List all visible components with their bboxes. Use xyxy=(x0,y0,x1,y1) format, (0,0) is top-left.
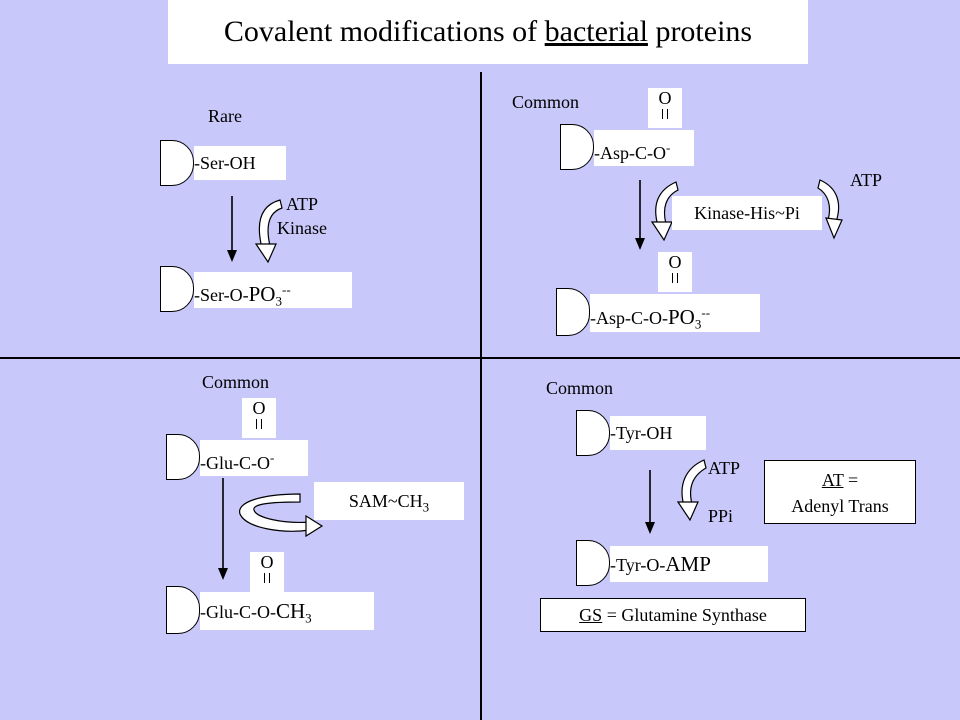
q2-bottom-main: PO xyxy=(668,305,695,329)
q1-bottom-prefix: -Ser-O- xyxy=(194,285,249,305)
q4-top-group: -Tyr-OH xyxy=(610,416,706,450)
q1-bottom-sub: 3 xyxy=(275,293,282,309)
page-title: Covalent modifications of bacterial prot… xyxy=(168,0,808,64)
gs-abbrev: GS xyxy=(579,605,603,625)
q3-donor-curved-arrow xyxy=(239,493,311,532)
q2-top-group: -Asp-C-O- xyxy=(594,130,694,166)
q3-carbonyl-bottom: O xyxy=(250,552,284,592)
q3-carbonyl-bottom-o: O xyxy=(260,552,274,572)
q3-donor-text: SAM~CH xyxy=(348,491,423,511)
q1-top-group: -Ser-OH xyxy=(194,146,286,180)
title-underlined-word: bacterial xyxy=(544,15,648,48)
q1-enzyme: Kinase xyxy=(277,218,327,238)
q2-bottom-sub: 3 xyxy=(694,316,702,332)
at-definition-box: AT = Adenyl Trans xyxy=(764,460,916,524)
q2-bottom-sup: -- xyxy=(701,305,711,320)
q1-bottom-group: -Ser-O-PO3-- xyxy=(194,272,352,309)
q4-protein-top xyxy=(576,410,610,456)
at-abbrev: AT xyxy=(821,470,844,490)
q3-bottom-main: CH xyxy=(275,599,306,623)
q4-frequency-label: Common xyxy=(546,378,614,398)
q2-carbonyl-top: O xyxy=(648,88,682,128)
q1-bottom-sup: -- xyxy=(281,282,291,297)
q2-carbonyl-top-o: O xyxy=(658,88,672,108)
q4-cofactor: ATP xyxy=(708,458,741,478)
q3-carbonyl-top-o: O xyxy=(252,398,266,418)
at-eq: = xyxy=(843,470,859,490)
q2-bottom-prefix: -Asp-C-O- xyxy=(590,308,668,328)
at-full: Adenyl Trans xyxy=(791,496,889,516)
q2-enzyme: Kinase-His~Pi xyxy=(672,196,822,230)
q3-donor: SAM~CH3 xyxy=(314,482,464,520)
q2-carbonyl-bottom: O xyxy=(658,252,692,292)
at-abbrev-line: AT = xyxy=(765,467,915,493)
q2-protein-bottom xyxy=(556,288,590,336)
q3-top-sup: - xyxy=(270,450,275,465)
q2-top-text: -Asp-C-O xyxy=(594,143,666,163)
q4-protein-bottom xyxy=(576,540,610,586)
q3-frequency-label: Common xyxy=(202,372,270,392)
q2-bottom-group: -Asp-C-O-PO3-- xyxy=(590,294,760,332)
q1-bottom-main: PO xyxy=(248,282,276,306)
q4-cofactor-curved-arrow xyxy=(681,459,707,507)
q4-bottom-group: -Tyr-O-AMP xyxy=(610,546,768,582)
q2-frequency-label: Common xyxy=(512,92,580,112)
q3-protein-bottom xyxy=(166,586,200,634)
q2-carbonyl-bottom-o: O xyxy=(668,252,682,272)
q3-donor-sub: 3 xyxy=(422,499,430,515)
q3-bottom-prefix: -Glu-C-O- xyxy=(200,602,276,622)
q1-frequency-label: Rare xyxy=(208,106,242,126)
q2-cofactor: ATP xyxy=(850,170,883,190)
q3-top-group: -Glu-C-O- xyxy=(200,440,308,476)
gs-full: = Glutamine Synthase xyxy=(602,605,767,625)
q3-protein-top xyxy=(166,434,200,480)
q1-cofactor: ATP xyxy=(286,194,319,214)
q2-protein-top xyxy=(560,124,594,170)
title-suffix: proteins xyxy=(655,15,753,48)
q3-bottom-sub: 3 xyxy=(305,610,312,626)
q3-carbonyl-top: O xyxy=(242,398,276,438)
horizontal-divider xyxy=(0,357,960,359)
q4-bottom-prefix: -Tyr-O- xyxy=(610,555,666,575)
q3-top-text: -Glu-C-O xyxy=(200,453,270,473)
title-prefix: Covalent modifications of xyxy=(223,15,538,48)
q3-bottom-group: -Glu-C-O-CH3 xyxy=(200,592,374,630)
gs-definition-box: GS = Glutamine Synthase xyxy=(540,598,806,632)
q4-bottom-main: AMP xyxy=(665,552,711,576)
vertical-divider xyxy=(480,72,482,720)
q4-byproduct: PPi xyxy=(708,506,734,526)
q2-top-sup: - xyxy=(666,140,671,155)
